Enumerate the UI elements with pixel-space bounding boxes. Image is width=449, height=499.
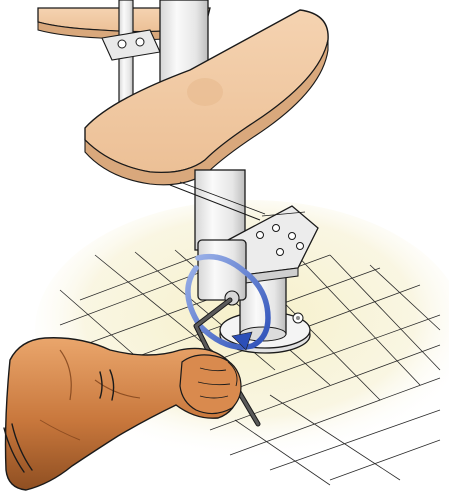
column-collar: [198, 240, 246, 305]
arm-illustration: [6, 338, 242, 490]
